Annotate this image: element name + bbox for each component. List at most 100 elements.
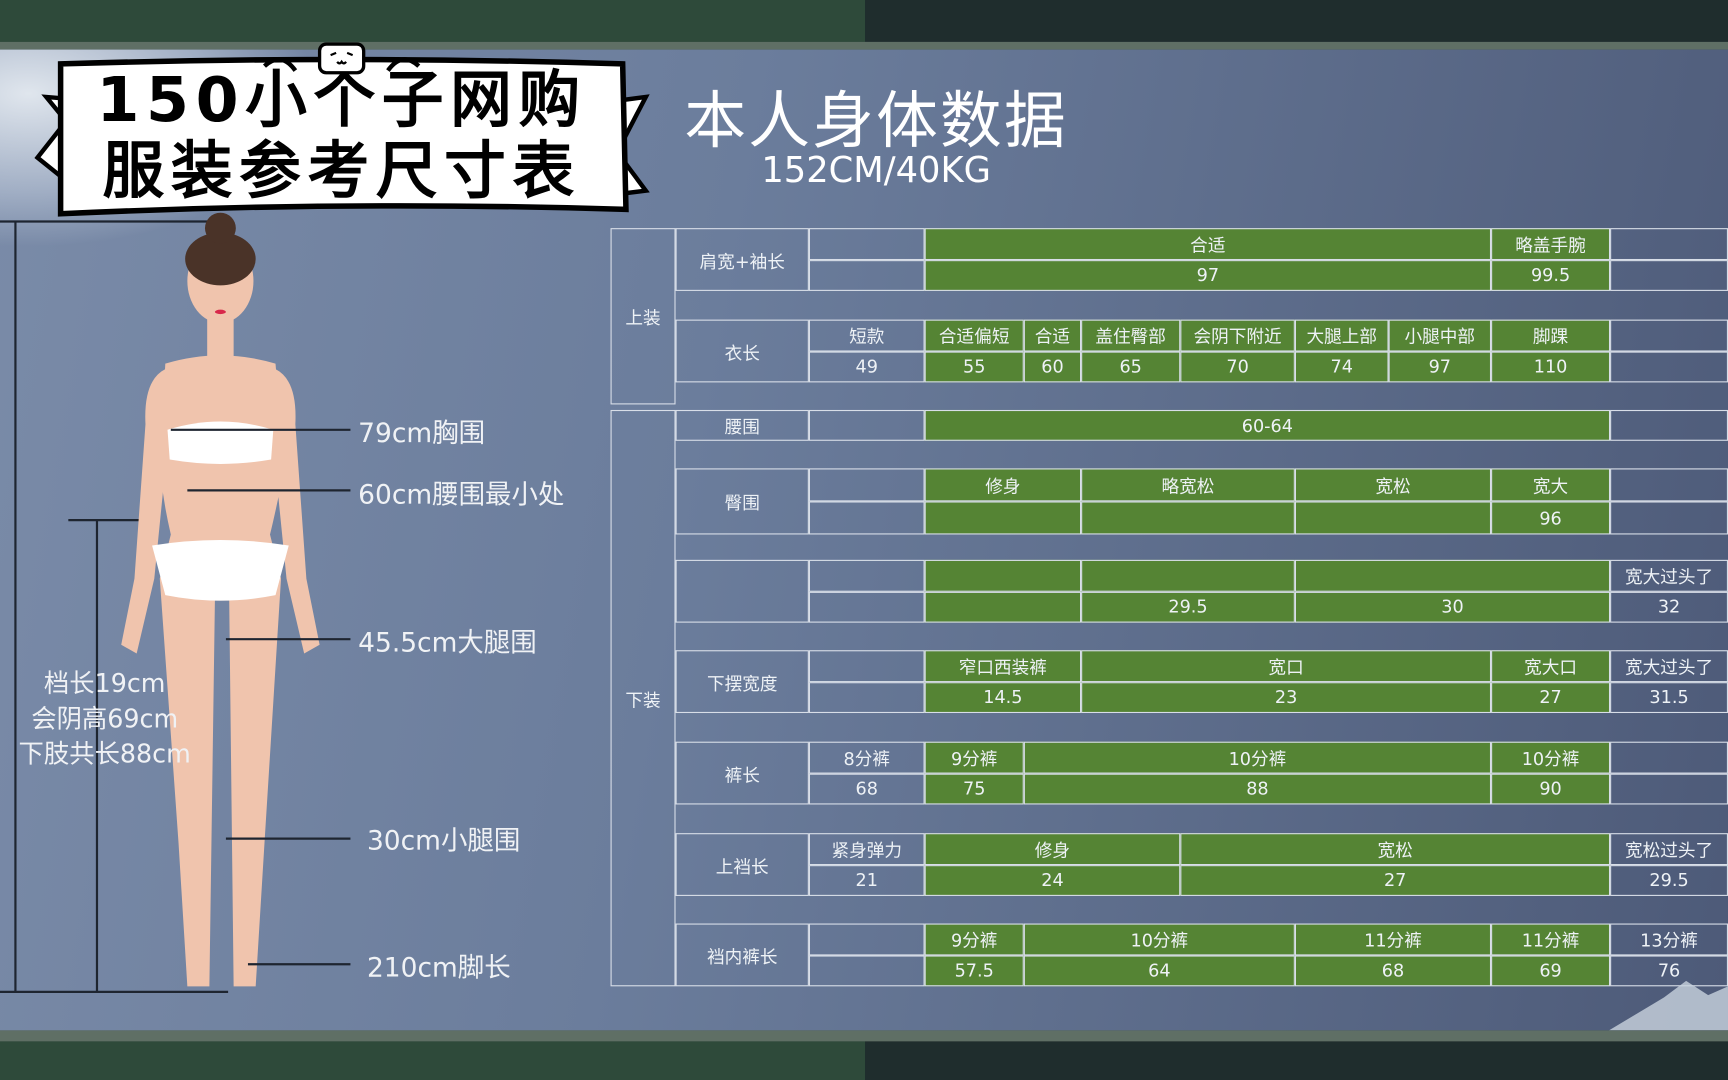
table-cell-value: 55 — [924, 350, 1024, 383]
table-cell-header — [808, 468, 925, 502]
leg-length-note: 下肢共长88cm — [18, 740, 191, 770]
bilibili-tv-icon — [262, 42, 421, 75]
title-ribbon — [34, 56, 650, 217]
table-cell-value: 31.5 — [1610, 681, 1728, 714]
table-cell-value — [1610, 501, 1728, 535]
leg-notes: 档长19cm 会阴高69cm 下肢共长88cm — [0, 667, 209, 773]
table-cell-header: 盖住臀部 — [1081, 319, 1181, 351]
table-cell-header: 短款 — [808, 319, 925, 351]
row-label: 臀围 — [675, 468, 809, 535]
calf-measurement: 30cm小腿围 — [366, 825, 521, 857]
row-label: 腰围 — [675, 409, 809, 441]
table-cell-header — [924, 559, 1082, 592]
table-cell-value: 27 — [1180, 864, 1611, 896]
table-cell-value: 30 — [1294, 591, 1611, 623]
table-cell-header: 修身 — [924, 833, 1181, 865]
table-cell-header: 11分裤 — [1491, 923, 1611, 955]
table-cell-header: 略盖手腕 — [1491, 228, 1611, 260]
table-cell-value: 69 — [1491, 954, 1611, 987]
table-cell-value — [808, 954, 925, 987]
table-cell-value — [1610, 259, 1728, 291]
body-figure-illustration — [0, 212, 351, 993]
table-cell-header: 10分裤 — [1491, 741, 1611, 774]
table-cell-value — [924, 501, 1082, 535]
bottom-strip — [0, 1030, 1728, 1042]
top-band-right — [865, 0, 1728, 42]
table-cell-value: 99.5 — [1491, 259, 1611, 291]
table-cell-header: 8分裤 — [808, 741, 925, 774]
table-cell-header: 修身 — [924, 468, 1082, 502]
table-cell-header: 10分裤 — [1023, 741, 1492, 774]
table-cell-header: 略宽松 — [1081, 468, 1295, 502]
table-cell-value: 65 — [1081, 350, 1181, 383]
table-cell-value: 32 — [1610, 591, 1728, 623]
row-label: 裆内裤长 — [675, 923, 809, 987]
table-cell-value: 21 — [808, 864, 925, 896]
row-label: 裤长 — [675, 741, 809, 805]
table-cell-value: 110 — [1491, 350, 1611, 383]
table-cell-value: 27 — [1491, 681, 1611, 714]
row-label: 衣长 — [675, 319, 809, 383]
table-cell-value: 57.5 — [924, 954, 1024, 987]
mountain-decoration — [1608, 980, 1728, 1031]
table-cell-header: 合适 — [1023, 319, 1082, 351]
table-cell-value: 70 — [1180, 350, 1295, 383]
row-label: 肩宽+袖长 — [675, 228, 809, 291]
table-cell-value — [808, 591, 925, 623]
table-cell — [808, 409, 925, 441]
table-cell-header — [1610, 228, 1728, 260]
chest-measurement: 79cm胸围 — [358, 417, 486, 449]
table-cell-header: 宽大过头了 — [1610, 650, 1728, 682]
table-cell-value: 97 — [924, 259, 1492, 291]
table-cell-header: 宽口 — [1081, 650, 1492, 682]
table-cell-value: 24 — [924, 864, 1181, 896]
table-cell-value — [1081, 501, 1295, 535]
perineum-height-note: 会阴高69cm — [31, 705, 179, 734]
row-label — [675, 559, 809, 623]
table-cell-header: 脚踝 — [1491, 319, 1611, 351]
row-label: 下摆宽度 — [675, 650, 809, 714]
table-cell-header: 9分裤 — [924, 923, 1024, 955]
page-subtitle: 152CM/40KG — [761, 148, 991, 191]
table-cell — [1610, 409, 1728, 441]
bottom-band-left — [0, 1041, 866, 1080]
table-cell-header: 小腿中部 — [1388, 319, 1492, 351]
table-cell-value: 23 — [1081, 681, 1492, 714]
table-cell-header: 宽松 — [1180, 833, 1611, 865]
table-cell-header: 11分裤 — [1294, 923, 1492, 955]
table-cell-header — [1081, 559, 1295, 592]
table-cell-value: 68 — [1294, 954, 1492, 987]
waist-measurement: 60cm腰围最小处 — [358, 479, 565, 511]
crotch-note: 档长19cm — [43, 670, 166, 699]
top-band-left — [0, 0, 866, 42]
table-cell-header — [808, 559, 925, 592]
top-strip — [0, 41, 1728, 50]
table-cell-header: 紧身弹力 — [808, 833, 925, 865]
thigh-measurement: 45.5cm大腿围 — [358, 627, 537, 658]
table-cell-header: 会阴下附近 — [1180, 319, 1295, 351]
table-cell: 60-64 — [924, 409, 1611, 441]
row-label: 上裆长 — [675, 833, 809, 896]
page-title: 本人身体数据 — [684, 85, 1068, 158]
table-cell-header — [1610, 468, 1728, 502]
table-cell-header — [808, 923, 925, 955]
table-cell-value: 74 — [1294, 350, 1389, 383]
slide: 本人身体数据 152CM/40KG — [0, 49, 1728, 1031]
table-cell-header: 合适 — [924, 228, 1492, 260]
category-cell: 上装 — [610, 228, 676, 405]
table-cell-value: 29.5 — [1081, 591, 1295, 623]
table-cell-value: 90 — [1491, 773, 1611, 805]
table-cell-value: 14.5 — [924, 681, 1082, 714]
table-cell-value — [808, 681, 925, 714]
table-cell-header — [1610, 741, 1728, 774]
banner-title: 150小个子网购服装参考尺寸表 — [96, 65, 587, 208]
table-cell-value: 68 — [808, 773, 925, 805]
table-cell-value — [1294, 501, 1492, 535]
bottom-band-right — [865, 1041, 1728, 1080]
table-cell-value: 64 — [1023, 954, 1295, 987]
table-cell-header: 宽大 — [1491, 468, 1611, 502]
table-cell-value: 76 — [1610, 954, 1728, 987]
table-cell-header: 13分裤 — [1610, 923, 1728, 955]
table-cell-header — [808, 650, 925, 682]
